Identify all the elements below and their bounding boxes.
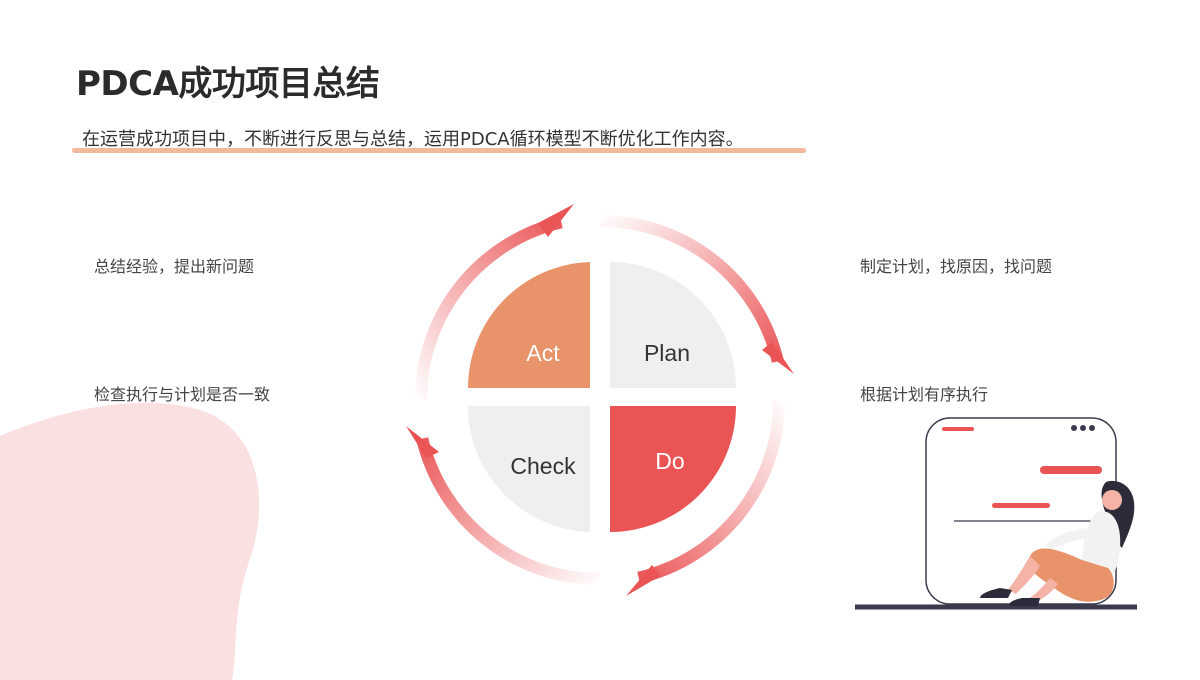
label-do: Do [655, 448, 684, 474]
note-do: 根据计划有序执行 [860, 385, 989, 404]
quadrant-check [468, 406, 590, 532]
pdca-cycle: Act Plan Check Do [406, 204, 794, 596]
label-plan: Plan [644, 340, 690, 366]
arrow-plan-to-do [600, 214, 794, 374]
page-title: PDCA成功项目总结 [76, 64, 380, 104]
quadrant-do [610, 406, 736, 532]
arrow-do-to-check [626, 400, 786, 596]
quadrant-plan [610, 262, 736, 388]
page-subtitle: 在运营成功项目中，不断进行反思与总结，运用PDCA循环模型不断优化工作内容。 [82, 129, 744, 150]
arrow-act-to-plan [414, 204, 574, 400]
note-act: 总结经验，提出新问题 [94, 257, 255, 276]
note-plan: 制定计划，找原因，找问题 [860, 257, 1053, 276]
woman-screen-illustration [855, 417, 1137, 610]
subtitle-underline [72, 148, 806, 153]
arrow-check-to-act [406, 426, 600, 586]
note-check: 检查执行与计划是否一致 [94, 385, 271, 404]
label-act: Act [526, 340, 560, 366]
label-check: Check [510, 453, 576, 479]
quadrant-act [468, 262, 590, 388]
